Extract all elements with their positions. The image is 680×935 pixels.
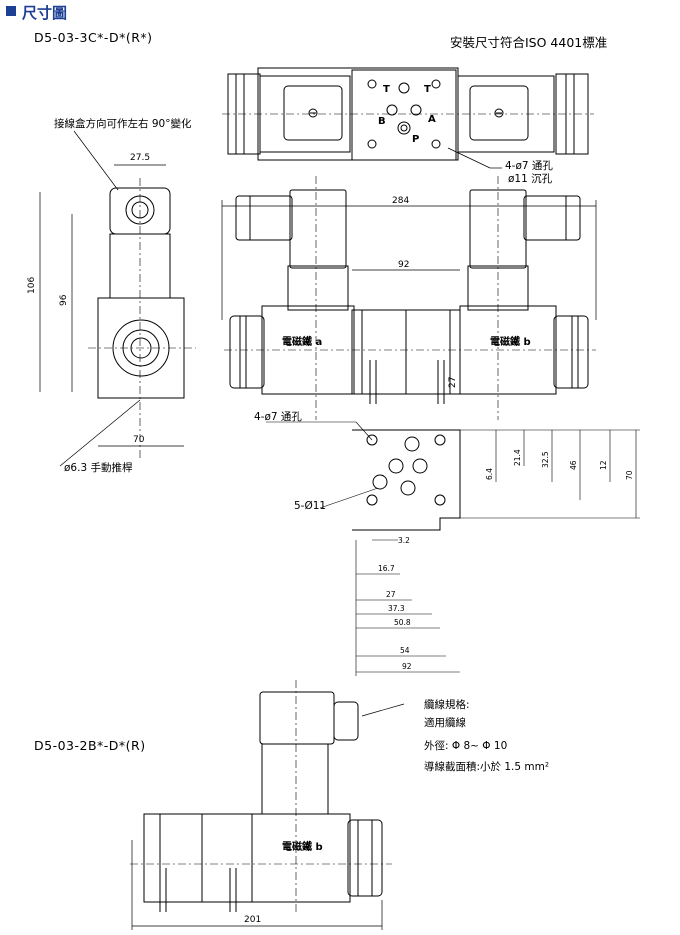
side-dimension-lines xyxy=(39,130,184,467)
front-view xyxy=(224,176,596,420)
port-b: B xyxy=(378,116,386,127)
cable-spec-od: 外徑: Φ 8~ Φ 10 xyxy=(424,740,508,752)
counterbore-note: ø11 沉孔 xyxy=(508,173,553,185)
dim-92-bottom: 92 xyxy=(402,662,412,671)
page-title: 尺寸圖 xyxy=(22,4,68,22)
model-bottom: D5-03-2B*-D*(R) xyxy=(34,738,146,753)
dim-201: 201 xyxy=(244,915,261,925)
header-marker xyxy=(6,6,16,16)
port-p: P xyxy=(412,134,419,145)
dim-3-2: 3.2 xyxy=(398,536,410,545)
port-holes-note: 5-Ø11 xyxy=(294,500,327,512)
bottom-dim-texts: 201 xyxy=(244,915,261,925)
through-hole-note: 4-ø7 通孔 xyxy=(505,160,553,172)
dim-21-4: 21.4 xyxy=(513,449,522,466)
dim-27-horizontal: 27 xyxy=(386,590,396,599)
bottom-valve xyxy=(130,680,392,912)
dim-37-3: 37.3 xyxy=(388,604,405,613)
front-dim-texts: 284 92 27 xyxy=(392,196,458,388)
standard-text: 安裝尺寸符合ISO 4401標准 xyxy=(450,35,608,50)
port-t-left: T xyxy=(383,84,390,95)
side-view xyxy=(88,178,196,460)
dim-46: 46 xyxy=(569,460,578,470)
manual-push-rod-note: ø6.3 手動推桿 xyxy=(64,462,133,474)
coil-a-label: 電磁鐵 a xyxy=(282,335,322,348)
top-view xyxy=(222,67,594,161)
coil-b2-label: 電磁鐵 b xyxy=(282,840,323,853)
dim-92: 92 xyxy=(398,260,409,270)
top-port-labels: T T B A P xyxy=(378,84,436,145)
front-dimension-lines xyxy=(221,200,597,394)
dim-6-4: 6.4 xyxy=(485,468,494,480)
port-a: A xyxy=(428,114,436,125)
bottom-coil-label-group: 電磁鐵 b xyxy=(282,840,323,853)
dim-106: 106 xyxy=(27,277,37,294)
side-dim-texts: 27.5 106 96 70 xyxy=(27,153,150,445)
dim-12: 12 xyxy=(599,460,608,470)
coil-b-label: 電磁鐵 b xyxy=(490,335,531,348)
dim-54: 54 xyxy=(400,646,410,655)
dim-284: 284 xyxy=(392,196,409,206)
coil-labels: 電磁鐵 a 電磁鐵 b xyxy=(282,335,531,348)
mounting-dim-texts: 6.4 21.4 32.5 46 12 70 3.2 16.7 27 37.3 … xyxy=(378,449,634,671)
dim-96: 96 xyxy=(59,294,69,306)
dim-27: 27 xyxy=(448,377,458,388)
connector-note: 接線盒方向可作左右 90°變化 xyxy=(54,118,192,130)
dim-27-5: 27.5 xyxy=(130,153,150,163)
dim-50-8: 50.8 xyxy=(394,618,411,627)
port-t-right: T xyxy=(424,84,431,95)
cable-spec-section: 導線截面積:小於 1.5 mm² xyxy=(424,761,550,773)
cable-spec-type: 適用纜線 xyxy=(424,717,466,729)
mounting-dimension-lines xyxy=(266,421,640,676)
bottom-dimension-lines xyxy=(131,703,405,930)
dim-32-5: 32.5 xyxy=(541,451,550,468)
dim-70: 70 xyxy=(133,435,145,445)
mount-holes-note: 4-ø7 通孔 xyxy=(254,411,302,423)
model-top: D5-03-3C*-D*(R*) xyxy=(34,30,153,45)
mounting-face xyxy=(352,429,461,531)
cable-spec-title: 纜線規格: xyxy=(424,699,470,711)
dim-70-vertical: 70 xyxy=(625,470,634,480)
dim-16-7: 16.7 xyxy=(378,564,395,573)
